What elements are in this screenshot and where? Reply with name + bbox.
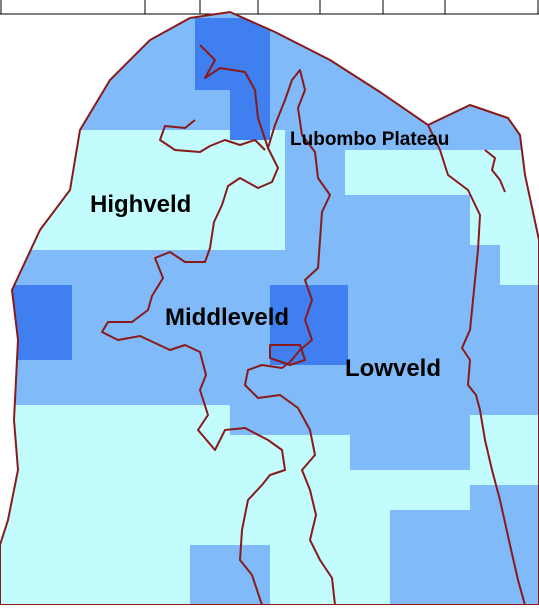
label-lowveld: Lowveld <box>345 355 441 382</box>
country-boundary <box>0 10 539 606</box>
middleveld-inlet <box>269 344 306 366</box>
middleveld-lowveld-boundary <box>244 69 336 606</box>
lowveld-lubombo-boundary <box>427 124 526 606</box>
highveld-north-loop <box>159 119 266 153</box>
header-frame <box>0 0 539 15</box>
highveld-middleveld-boundary <box>101 44 286 606</box>
lubombo-river-trace <box>484 149 506 193</box>
label-lubombo-plateau: Lubombo Plateau <box>290 129 449 150</box>
light-cells <box>190 405 539 605</box>
label-highveld: Highveld <box>90 191 191 218</box>
label-middleveld: Middleveld <box>165 304 289 331</box>
